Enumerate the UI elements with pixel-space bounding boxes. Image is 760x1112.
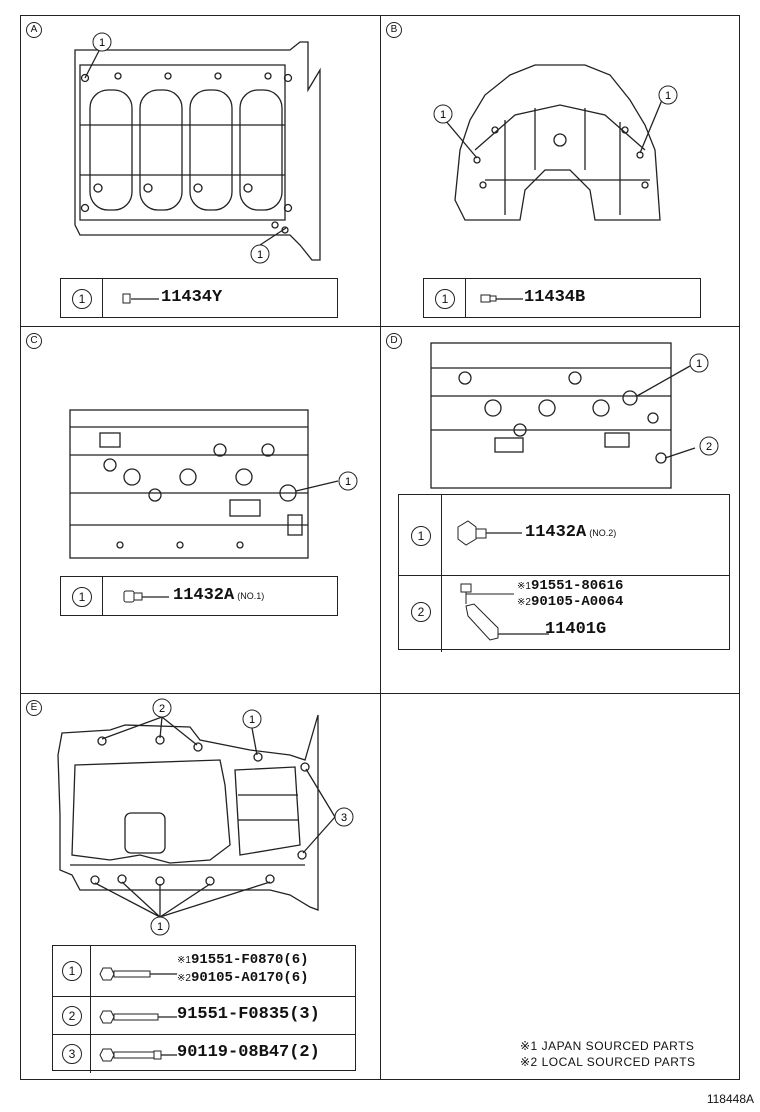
plug-icon [457, 520, 522, 546]
center-divider [380, 15, 382, 1080]
plug-icon [123, 590, 169, 603]
panel-letter-e: E [26, 700, 42, 716]
callout-b-1: 1 [440, 109, 446, 121]
stud-icon [460, 583, 549, 641]
part-number-11434b[interactable]: 11434B [524, 288, 586, 307]
parts-table-d: 1 11432A(NO.2) 2 ※191551-80616 [398, 494, 730, 652]
panel-letter-b: B [386, 22, 402, 38]
footnote-japan-sourced: ※1 JAPAN SOURCED PARTS [520, 1039, 695, 1053]
panel-letter-d: D [386, 333, 402, 349]
part-number-11401g[interactable]: 11401G [545, 620, 607, 639]
callout-e-1-bottom: 1 [157, 921, 163, 933]
part-number-11434y[interactable]: 11434Y [161, 288, 223, 307]
panel-letter-c: C [26, 333, 42, 349]
part-number-90105-a0170[interactable]: ※290105-A0170(6) [177, 970, 309, 986]
callout-a-1: 1 [99, 37, 105, 49]
bolt-icon [99, 1010, 177, 1024]
callout-b-2: 1 [665, 90, 671, 102]
index-e-2: 2 [62, 1006, 82, 1026]
part-number-91551-f0835[interactable]: 91551-F0835(3) [177, 1005, 320, 1024]
parts-table-a: 1 11434Y [60, 278, 338, 318]
callout-e-1-top: 1 [249, 714, 255, 726]
index-e-1: 1 [62, 961, 82, 981]
engine-block-side-icon: 1 [69, 409, 358, 559]
part-number-90105-a0064[interactable]: ※290105-A0064 [517, 594, 624, 610]
callout-e-3: 3 [341, 812, 347, 824]
row-divider-2 [20, 693, 740, 695]
callout-d-1: 1 [696, 358, 702, 370]
index-a-1: 1 [72, 289, 92, 309]
row-divider-1 [20, 326, 740, 328]
parts-table-c: 1 11432A(NO.1) [60, 576, 338, 616]
bolt-icon [99, 967, 177, 981]
parts-table-e: 1 ※191551-F0870(6) ※290105-A0170(6) 2 91… [52, 945, 356, 1073]
plug-icon [122, 293, 159, 304]
engine-block-side-icon: 1 2 [430, 342, 719, 489]
callout-e-2: 2 [159, 703, 165, 715]
part-number-90119-08b47[interactable]: 90119-08B47(2) [177, 1043, 320, 1062]
plug-icon [480, 294, 523, 303]
index-e-3: 3 [62, 1044, 82, 1064]
part-number-91551-f0870[interactable]: ※191551-F0870(6) [177, 952, 309, 968]
figure-id: 118448A [706, 1092, 754, 1106]
index-d-2: 2 [411, 602, 431, 622]
index-b-1: 1 [435, 289, 455, 309]
panel-letter-a: A [26, 22, 42, 38]
oil-pan-icon: 2 1 3 1 [57, 698, 354, 936]
part-number-11432a-no2[interactable]: 11432A(NO.2) [525, 523, 617, 542]
callout-d-2: 2 [706, 441, 712, 453]
index-c-1: 1 [72, 587, 92, 607]
stud-icon [99, 1048, 177, 1062]
callout-a-2: 1 [257, 249, 263, 261]
parts-table-b: 1 11434B [423, 278, 701, 318]
engine-block-top-icon: 1 1 [74, 32, 321, 264]
footnote-local-sourced: ※2 LOCAL SOURCED PARTS [520, 1055, 696, 1069]
part-number-91551-80616[interactable]: ※191551-80616 [517, 578, 624, 594]
index-d-1: 1 [411, 526, 431, 546]
callout-c-1: 1 [345, 476, 351, 488]
engine-block-rear-icon: 1 1 [433, 64, 678, 221]
part-number-11432a-no1[interactable]: 11432A(NO.1) [173, 586, 265, 605]
